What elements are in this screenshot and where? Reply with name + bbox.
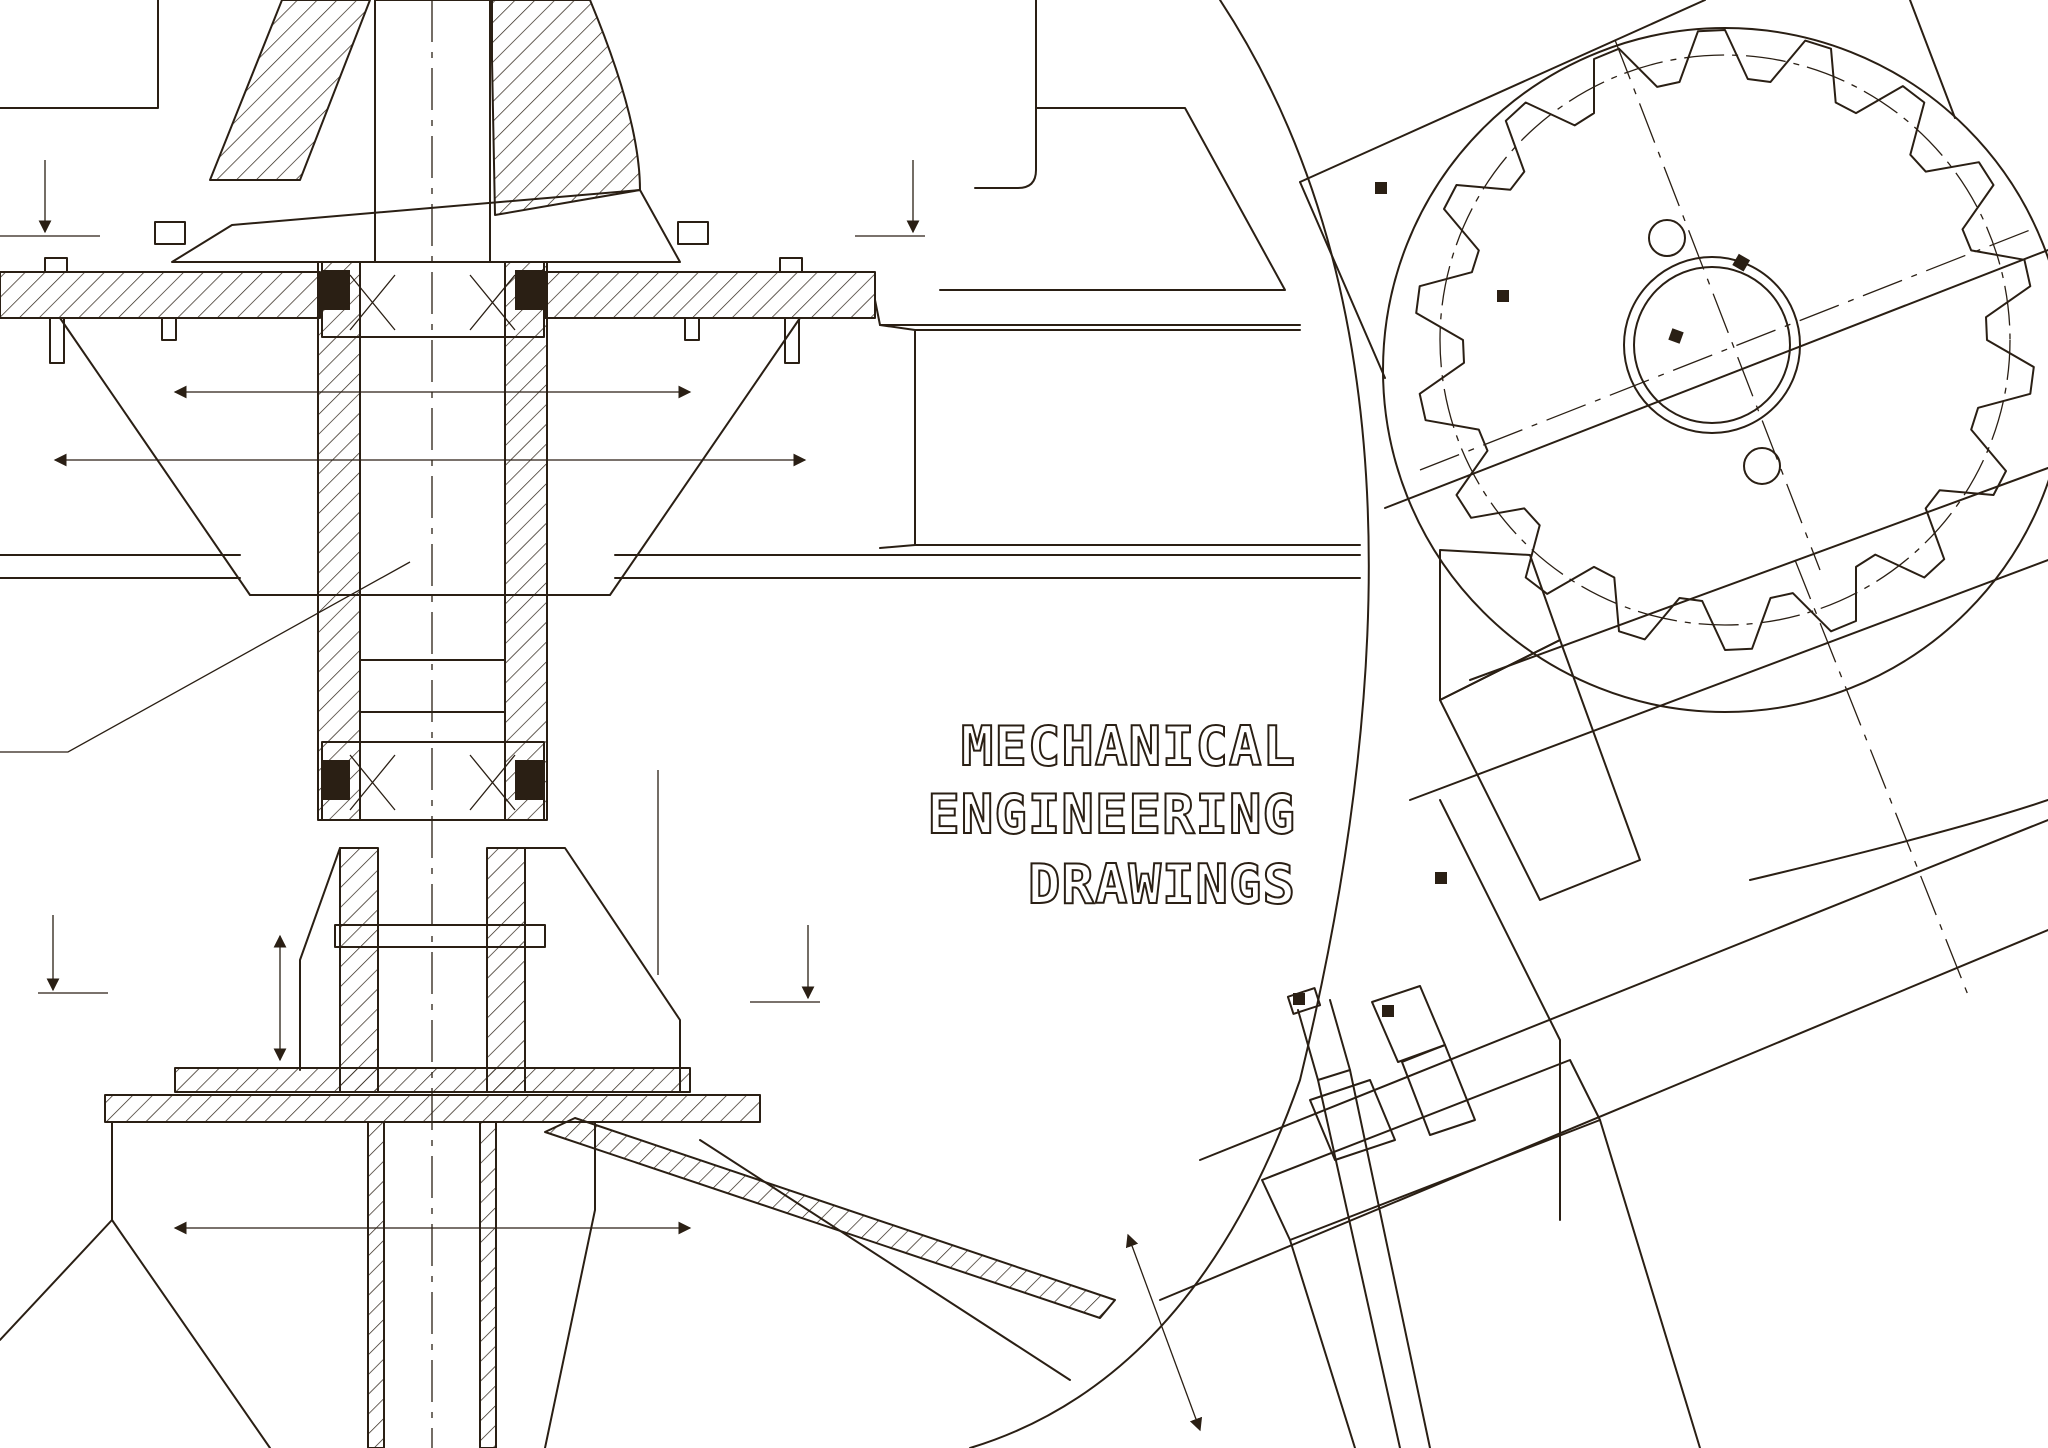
tilted-frame-line-3	[1409, 559, 2048, 801]
sleeve-wall-right	[504, 261, 548, 821]
lower-support-mid	[544, 1121, 596, 1448]
lower-flange-bottom	[104, 1094, 761, 1123]
upper-right-plate-outline	[939, 107, 1286, 291]
flange-right	[544, 271, 876, 319]
title-line-3: DRAWINGS	[1028, 853, 1296, 916]
flange-bolt-4	[779, 257, 803, 364]
leader-line	[0, 561, 411, 753]
nut-icon	[1309, 985, 1476, 1161]
flange-bolt-2	[154, 221, 186, 341]
rivet-1	[1375, 182, 1387, 194]
tilted-frame-right-edge	[1909, 0, 1956, 119]
section-arrow-3	[38, 915, 108, 994]
tilted-frame-line-2	[1469, 467, 2048, 681]
bracket-block-1	[1439, 549, 1561, 701]
tilted-frame-line-5	[1159, 929, 2048, 1301]
tilted-frame-line-4	[1199, 819, 2048, 1161]
left-shaft-assembly	[0, 0, 1361, 1448]
bolt-base-plate	[1261, 1059, 1601, 1241]
tilted-frame-left	[1299, 181, 1386, 379]
section-arrow-2	[855, 160, 925, 237]
flange-bolt-3	[677, 221, 709, 341]
shaft-coupling-icon	[1623, 219, 1801, 485]
upper-center-plate-outline	[974, 0, 1037, 189]
lower-support-left	[0, 1121, 271, 1448]
rivet-3	[1435, 872, 1447, 884]
sleeve-wall-left	[317, 261, 361, 821]
upper-bearing	[321, 261, 545, 338]
sprocket-centerline-2	[1419, 229, 2031, 471]
lower-tube-right	[479, 1121, 497, 1448]
tilted-frame-top	[1299, 0, 1706, 183]
rivet-2	[1497, 290, 1509, 302]
tilted-frame-line-1	[1384, 249, 2048, 509]
flange-bolt-1	[44, 257, 68, 364]
bracket-arm	[1439, 799, 1561, 1221]
lower-housing-left	[299, 847, 341, 1071]
sprocket-icon	[1415, 29, 2035, 651]
title-line-2: ENGINEERING	[927, 783, 1296, 846]
cone-casting-right	[491, 0, 641, 216]
bracket-centerline	[1794, 559, 1971, 1001]
diagonal-strut	[544, 1117, 1116, 1319]
right-sprocket-assembly	[1125, 0, 2048, 1448]
coupling-pin	[334, 924, 546, 948]
cone-housing-outline	[59, 317, 801, 596]
section-arrow-1	[0, 160, 100, 237]
horizontal-beam-left	[0, 554, 241, 579]
horizontal-beam-right	[614, 554, 1361, 579]
sprocket-outer-circle	[1382, 27, 2048, 713]
upper-left-plate-outline	[0, 0, 159, 109]
channel-beam	[879, 324, 1361, 549]
cone-base-outline	[171, 189, 681, 263]
bolt-icon	[1286, 987, 1431, 1448]
bolt-base-legs	[1289, 1119, 1701, 1448]
cone-casting-left	[209, 0, 371, 181]
drawing-title: MECHANICAL ENGINEERING DRAWINGS	[926, 714, 1296, 917]
flange-left	[0, 271, 321, 319]
section-arrow-4	[750, 925, 820, 1003]
lower-tube-left	[367, 1121, 385, 1448]
title-line-1: MECHANICAL	[961, 715, 1296, 778]
lower-bearing	[321, 741, 545, 821]
coupling-wall-right	[486, 847, 526, 1093]
coupling-wall-left	[339, 847, 379, 1093]
lower-flange-top	[174, 1067, 691, 1093]
lower-housing-right	[524, 847, 681, 1093]
sprocket-centerline-1	[1614, 39, 1821, 571]
flange-extension	[874, 299, 1301, 326]
dimension-line-6	[1125, 1233, 1203, 1432]
diagonal-strut-line	[699, 1139, 1071, 1381]
bracket-block-2	[1439, 639, 1641, 901]
bracket-curve	[1749, 799, 2048, 881]
